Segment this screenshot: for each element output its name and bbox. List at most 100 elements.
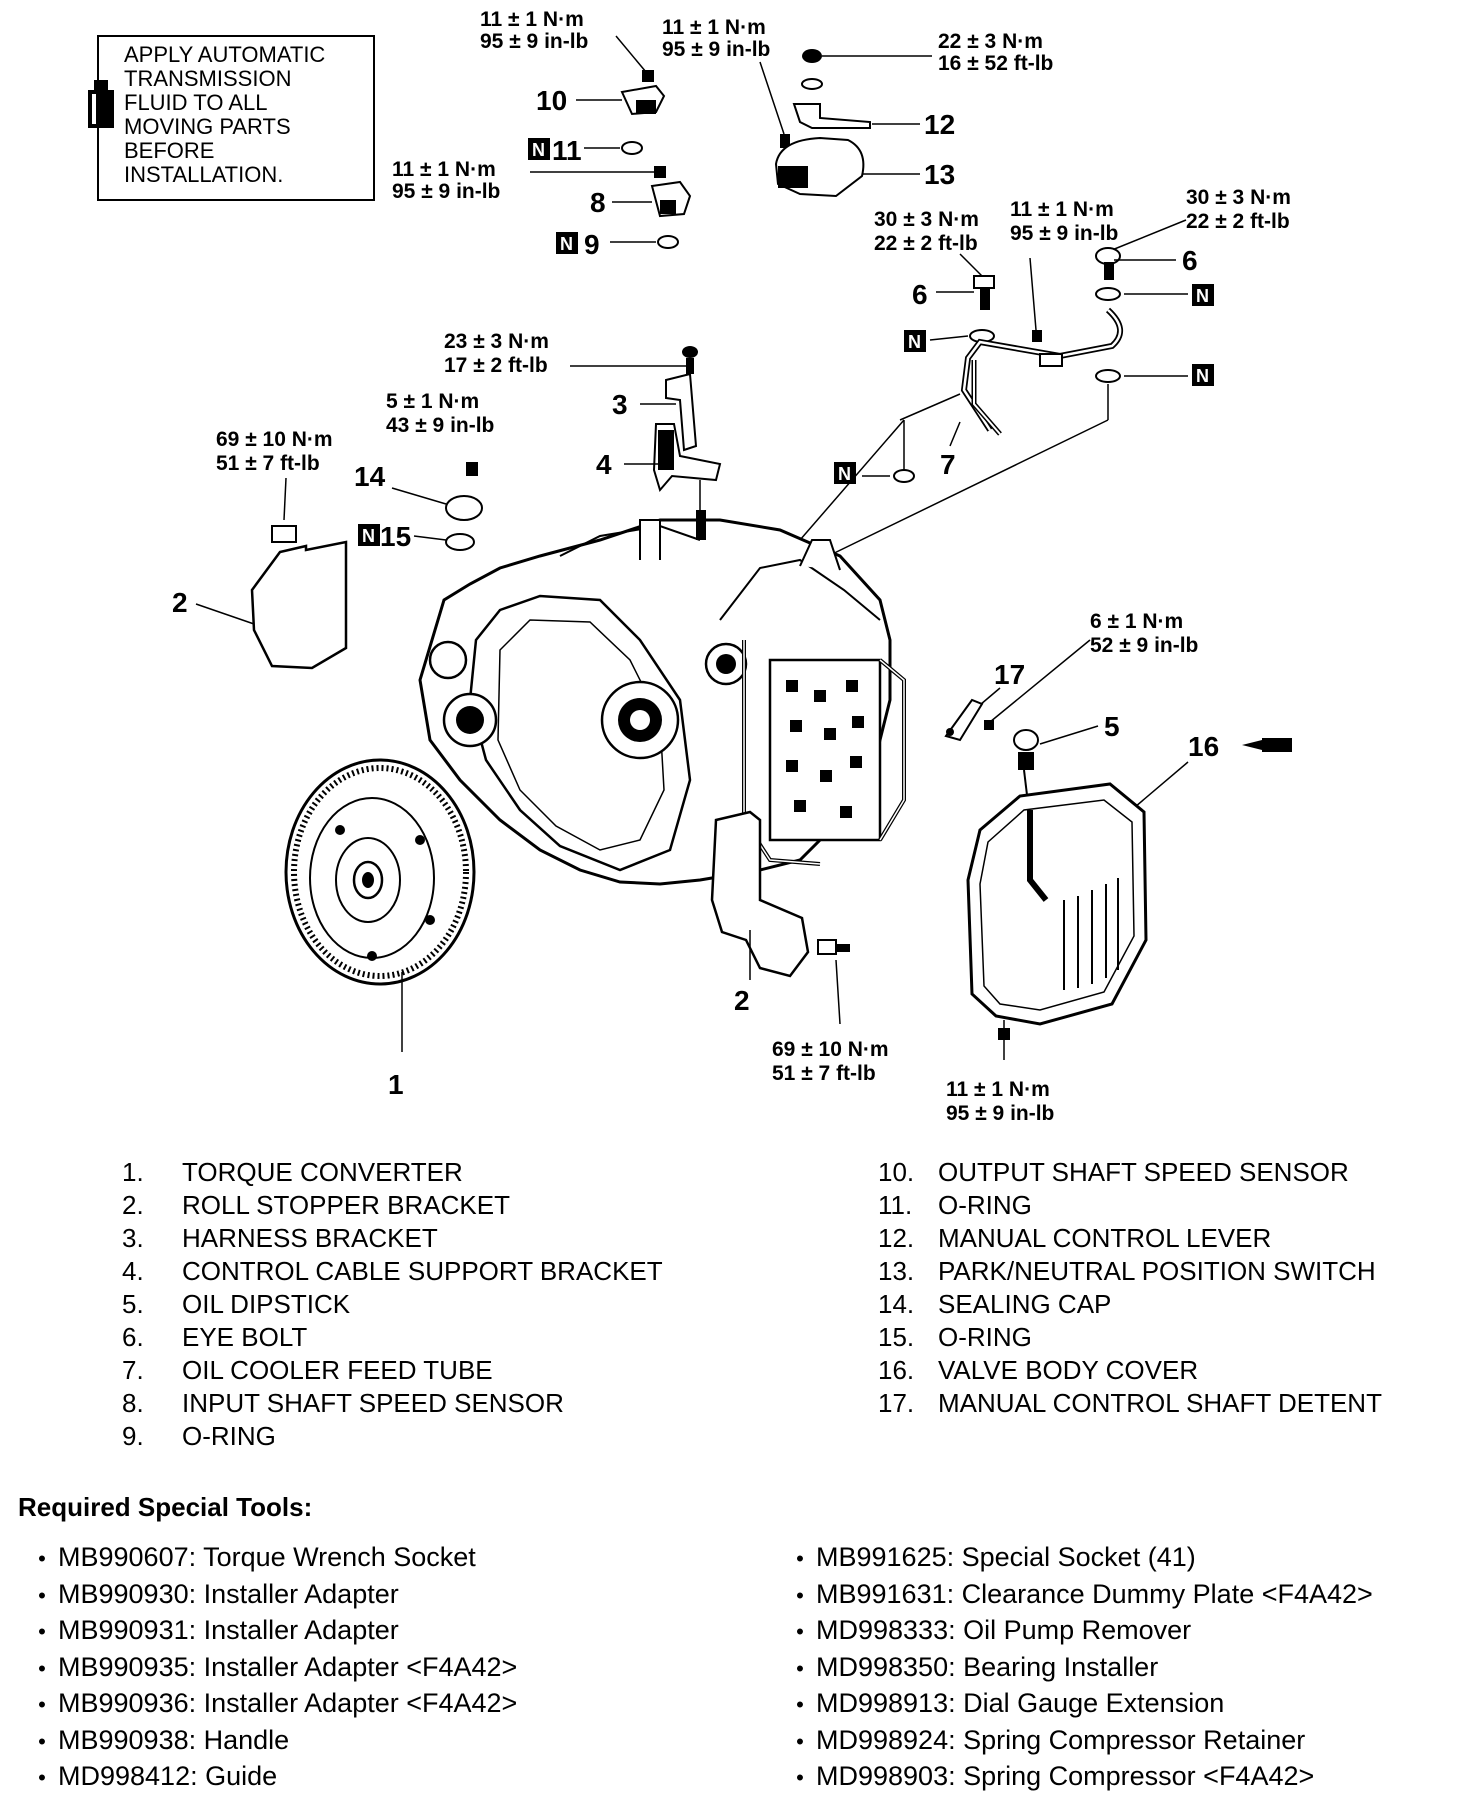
legend-item: 15. O-RING	[878, 1321, 1382, 1354]
torque-label: 30 ± 3 N·m	[1186, 186, 1291, 209]
legend-num: 16.	[878, 1355, 915, 1385]
new-part-marker-letter: N	[908, 332, 921, 352]
callout-3: 3	[612, 389, 628, 420]
legend-num: 1.	[122, 1157, 144, 1187]
tools-list-left: MB990607: Torque Wrench Socket MB990930:…	[26, 1540, 517, 1796]
legend-item: 10. OUTPUT SHAFT SPEED SENSOR	[878, 1156, 1382, 1189]
roll-stopper-bracket-bottom: 2 69 ± 10 N·m 51 ± 7 ft-lb	[710, 810, 889, 1085]
transmission-case	[418, 510, 906, 886]
legend-item: 13. PARK/NEUTRAL POSITION SWITCH	[878, 1255, 1382, 1288]
torque-label: 43 ± 9 in-lb	[386, 414, 494, 437]
legend-item: 6. EYE BOLT	[122, 1321, 663, 1354]
tool-item: MD998913: Dial Gauge Extension	[784, 1686, 1373, 1723]
legend-item: 7.OIL COOLER FEED TUBE	[122, 1354, 663, 1387]
torque-label: 11 ± 1 N·m	[946, 1078, 1050, 1101]
callout-7: 7	[940, 449, 956, 480]
tool-item: MB991625: Special Socket (41)	[784, 1540, 1373, 1577]
tool-item: MB990935: Installer Adapter <F4A42>	[26, 1650, 517, 1687]
legend-item: 5.OIL DIPSTICK	[122, 1288, 663, 1321]
new-part-marker	[556, 232, 578, 254]
torque-label: 51 ± 7 ft-lb	[216, 452, 320, 475]
callout-6: 6	[1182, 245, 1198, 276]
manual-lever-group: 11 ± 1 N·m 95 ± 9 in-lb 22 ± 3 N·m 16 ± …	[662, 16, 1053, 198]
legend-name: OIL DIPSTICK	[182, 1289, 351, 1319]
new-part-marker-letter: N	[532, 140, 545, 160]
torque-label: 16 ± 52 ft-lb	[938, 52, 1053, 75]
note-line-2: TRANSMISSION	[124, 66, 291, 91]
note-line-1: APPLY AUTOMATIC	[124, 42, 325, 67]
new-part-marker-letter: N	[1196, 366, 1209, 386]
output-shaft-speed-sensor-group: 11 ± 1 N·m 95 ± 9 in-lb 10 N 11	[480, 8, 666, 166]
legend-num: 15.	[878, 1322, 915, 1352]
note-line-4: MOVING PARTS	[124, 114, 291, 139]
callout-17: 17	[994, 659, 1025, 690]
torque-label: 30 ± 3 N·m	[874, 208, 979, 231]
legend-item: 4.CONTROL CABLE SUPPORT BRACKET	[122, 1255, 663, 1288]
tool-item: MB990936: Installer Adapter <F4A42>	[26, 1686, 517, 1723]
legend-name: MANUAL CONTROL SHAFT DETENT	[938, 1388, 1382, 1418]
new-part-marker	[904, 330, 926, 352]
legend-item: 17.MANUAL CONTROL SHAFT DETENT	[878, 1387, 1382, 1420]
tool-item: MD998333: Oil Pump Remover	[784, 1613, 1373, 1650]
torque-label: 95 ± 9 in-lb	[662, 38, 770, 61]
legend-name: TORQUE CONVERTER	[182, 1157, 463, 1187]
torque-label: 11 ± 1 N·m	[1010, 198, 1114, 221]
callout-13: 13	[924, 159, 955, 190]
torque-label: 95 ± 9 in-lb	[1010, 222, 1118, 245]
torque-label: 11 ± 1 N·m	[662, 16, 766, 39]
legend-item: 3.HARNESS BRACKET	[122, 1222, 663, 1255]
bracket-group: 23 ± 3 N·m 17 ± 2 ft-lb 3 4	[444, 330, 722, 530]
callout-2: 2	[734, 985, 750, 1016]
legend-item: 16. VALVE BODY COVER	[878, 1354, 1382, 1387]
legend-name: O-RING	[182, 1421, 276, 1451]
legend-num: 6.	[122, 1322, 144, 1352]
legend-item: 2.ROLL STOPPER BRACKET	[122, 1189, 663, 1222]
legend-item: 12.MANUAL CONTROL LEVER	[878, 1222, 1382, 1255]
legend-name: O-RING	[938, 1190, 1032, 1220]
torque-label: 22 ± 2 ft-lb	[874, 232, 978, 255]
callout-11: 11	[552, 135, 582, 166]
legend-num: 9.	[122, 1421, 144, 1451]
torque-converter: 1	[284, 758, 476, 1100]
torque-label: 11 ± 1 N·m	[480, 8, 584, 31]
tool-item: MD998924: Spring Compressor Retainer	[784, 1723, 1373, 1760]
legend-item: 9. O-RING	[122, 1420, 663, 1453]
new-part-marker	[834, 462, 856, 484]
torque-label: 95 ± 9 in-lb	[946, 1102, 1054, 1125]
sealing-cap-group: 5 ± 1 N·m 43 ± 9 in-lb 14 N 15	[354, 390, 494, 552]
callout-15: 15	[380, 521, 411, 552]
callout-14: 14	[354, 461, 386, 492]
legend-num: 7.	[122, 1355, 144, 1385]
legend-name: O-RING	[938, 1322, 1032, 1352]
tools-title: Required Special Tools:	[18, 1492, 313, 1522]
new-part-marker	[1192, 284, 1214, 306]
torque-label: 51 ± 7 ft-lb	[772, 1062, 876, 1085]
legend-num: 11.	[878, 1190, 913, 1220]
tool-item: MB990931: Installer Adapter	[26, 1613, 517, 1650]
torque-label: 52 ± 9 in-lb	[1090, 634, 1198, 657]
legend-num: 10.	[878, 1157, 915, 1187]
tool-item: MB990930: Installer Adapter	[26, 1577, 517, 1614]
tool-item: MD998903: Spring Compressor <F4A42>	[784, 1759, 1373, 1796]
torque-label: 23 ± 3 N·m	[444, 330, 549, 353]
legend-name: OUTPUT SHAFT SPEED SENSOR	[938, 1157, 1349, 1187]
legend-name: CONTROL CABLE SUPPORT BRACKET	[182, 1256, 663, 1286]
callout-10: 10	[536, 85, 567, 116]
callout-4: 4	[596, 449, 612, 480]
torque-label: 69 ± 10 N·m	[216, 428, 333, 451]
new-part-marker-letter: N	[362, 526, 375, 546]
callout-9: 9	[584, 229, 600, 260]
legend-name: PARK/NEUTRAL POSITION SWITCH	[938, 1256, 1376, 1286]
legend-num: 13.	[878, 1256, 915, 1286]
legend-num: 14.	[878, 1289, 915, 1319]
tool-item: MB990938: Handle	[26, 1723, 517, 1760]
torque-label: 22 ± 2 ft-lb	[1186, 210, 1290, 233]
legend-item: 11. O-RING	[878, 1189, 1382, 1222]
callout-6: 6	[912, 279, 928, 310]
new-part-marker-letter: N	[560, 234, 573, 254]
callout-5: 5	[1104, 711, 1120, 742]
new-part-marker	[528, 138, 550, 160]
legend-name: EYE BOLT	[182, 1322, 308, 1352]
legend-name: VALVE BODY COVER	[938, 1355, 1199, 1385]
detent-dipstick-cover-group: 6 ± 1 N·m 52 ± 9 in-lb 17 5 16 11 ± 1 N·…	[944, 610, 1292, 1125]
